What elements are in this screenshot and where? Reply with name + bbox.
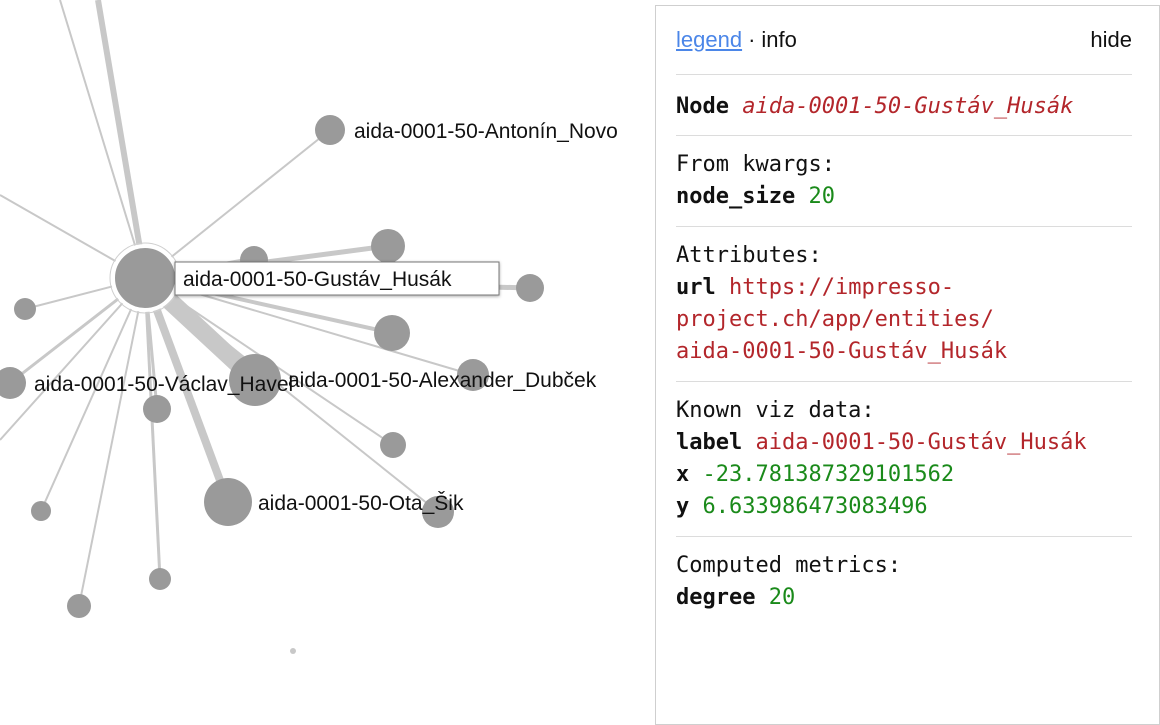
panel-tabs: legend · info xyxy=(676,27,797,53)
edge xyxy=(78,277,146,607)
viz-data-title: Known viz data: xyxy=(676,398,875,423)
legend-tab-link[interactable]: legend xyxy=(676,27,743,52)
graph-node[interactable] xyxy=(371,229,405,263)
edge xyxy=(95,0,148,279)
url-value-part-2: project.ch/app/entities/ xyxy=(676,307,994,332)
node-line: Node aida-0001-50-Gustáv_Husák xyxy=(676,91,1132,123)
node-size-value: 20 xyxy=(808,184,835,209)
hide-button[interactable]: hide xyxy=(1090,27,1132,52)
edge xyxy=(0,277,146,441)
node-value: aida-0001-50-Gustáv_Husák xyxy=(742,94,1074,119)
degree-key: degree xyxy=(676,585,756,610)
selected-node-label-box xyxy=(174,261,500,296)
viz-label-key: label xyxy=(676,430,743,455)
node-section: Node aida-0001-50-Gustáv_Husák xyxy=(676,75,1132,136)
url-value-part-1: https://impresso- xyxy=(729,275,955,300)
node-size-key: node_size xyxy=(676,184,796,209)
edge xyxy=(59,0,146,279)
viz-label-value: aida-0001-50-Gustáv_Husák xyxy=(755,430,1087,455)
viz-x-key: x xyxy=(676,462,690,487)
graph-node[interactable] xyxy=(374,315,410,351)
graph-node[interactable] xyxy=(315,115,345,145)
tab-separator: · xyxy=(748,27,756,52)
graph-node[interactable] xyxy=(457,359,489,391)
attributes-section: Attributes: url https://impresso- projec… xyxy=(676,227,1132,382)
viz-x-line: x -23.781387329101562 xyxy=(676,459,1132,491)
edge xyxy=(144,129,331,279)
graph-node[interactable] xyxy=(290,648,296,654)
viz-y-line: y 6.633986473083496 xyxy=(676,491,1132,523)
node-label-novotny: aida-0001-50-Antonín_Novo xyxy=(354,120,618,143)
metrics-section: Computed metrics: degree 20 xyxy=(676,537,1132,627)
graph-node[interactable] xyxy=(0,367,26,399)
url-line-1: url https://impresso- xyxy=(676,272,1132,304)
kwargs-section: From kwargs: node_size 20 xyxy=(676,136,1132,227)
url-key: url xyxy=(676,275,716,300)
info-panel: legend · info hide Node aida-0001-50-Gus… xyxy=(655,5,1160,725)
node-label-havel: aida-0001-50-Václav_Havel xyxy=(34,373,293,396)
graph-node[interactable] xyxy=(149,568,171,590)
graph-node[interactable] xyxy=(422,496,454,528)
graph-node[interactable] xyxy=(229,354,281,406)
graph-node[interactable] xyxy=(380,432,406,458)
attributes-title: Attributes: xyxy=(676,243,822,268)
degree-value: 20 xyxy=(768,585,796,610)
edge xyxy=(144,277,439,513)
node-labels: aida-0001-50-Antonín_Novo aida-0001-50-V… xyxy=(34,120,618,515)
viz-label-line: label aida-0001-50-Gustáv_Husák xyxy=(676,427,1132,459)
selected-node[interactable] xyxy=(111,244,179,312)
edge xyxy=(40,277,146,512)
graph-node[interactable] xyxy=(143,395,171,423)
viz-y-key: y xyxy=(676,494,690,519)
graph-node[interactable] xyxy=(31,501,51,521)
graph-node[interactable] xyxy=(67,594,91,618)
viz-x-value: -23.781387329101562 xyxy=(702,462,955,487)
url-value-part-3: aida-0001-50-Gustáv_Husák xyxy=(676,339,1008,364)
viz-data-section: Known viz data: label aida-0001-50-Gustá… xyxy=(676,382,1132,537)
metrics-title: Computed metrics: xyxy=(676,553,902,578)
edge xyxy=(141,276,232,504)
kwargs-title: From kwargs: xyxy=(676,152,835,177)
graph-node[interactable] xyxy=(204,478,252,526)
viz-y-value: 6.633986473083496 xyxy=(702,494,928,519)
node-key: Node xyxy=(676,94,729,119)
node-size-line: node_size 20 xyxy=(676,181,1132,213)
graph-node[interactable] xyxy=(516,274,544,302)
node-label-dubcek: aida-0001-50-Alexander_Dubček xyxy=(288,369,597,392)
panel-header: legend · info hide xyxy=(676,6,1132,75)
degree-line: degree 20 xyxy=(676,582,1132,614)
info-tab[interactable]: info xyxy=(761,27,797,52)
edge xyxy=(143,277,162,580)
graph-node[interactable] xyxy=(14,298,36,320)
node-label-sik: aida-0001-50-Ota_Šik xyxy=(258,492,464,515)
selected-node-label: aida-0001-50-Gustáv_Husák xyxy=(183,268,452,291)
